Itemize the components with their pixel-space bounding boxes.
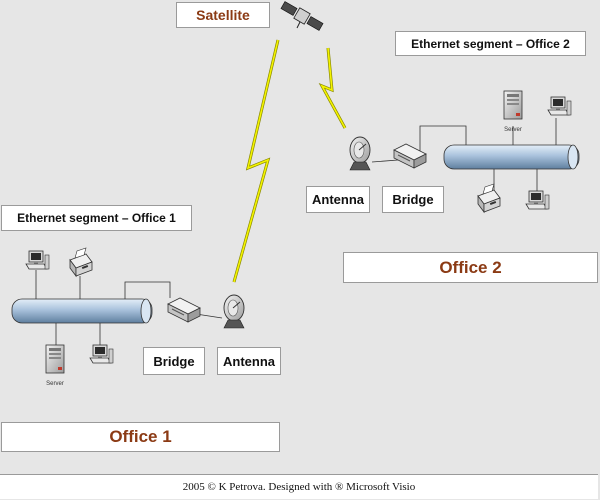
office2-server-icon: Server: [503, 90, 523, 133]
footer-copyright: 2005 © K Petrova. Designed with ® Micros…: [0, 474, 598, 499]
lightning-bolt-office1: [232, 39, 280, 283]
office1-antenna-label: Antenna: [217, 347, 281, 375]
office1-server-icon: Server: [45, 344, 65, 387]
office2-connections: [371, 118, 557, 192]
office1-antenna-icon: [223, 294, 245, 329]
office2-server-caption: Server: [504, 127, 522, 133]
satellite-label: Satellite: [176, 2, 270, 28]
office1-pc2-icon: [89, 344, 114, 364]
office2-bridge-label: Bridge: [382, 186, 444, 213]
office2-ethernet-bus: [443, 144, 580, 170]
office2-antenna-label: Antenna: [306, 186, 370, 213]
office2-pc-icon: [547, 96, 572, 116]
office1-ethernet-bus: [11, 298, 153, 324]
office2-segment-label: Ethernet segment – Office 2: [395, 31, 586, 56]
office1-server-caption: Server: [46, 381, 64, 387]
office1-label: Office 1: [1, 422, 280, 452]
satellite-icon: [280, 1, 324, 31]
office1-pc-icon: [25, 250, 50, 270]
office2-label: Office 2: [343, 252, 598, 283]
office2-antenna-icon: [349, 136, 371, 171]
lightning-bolt-office2: [318, 47, 347, 129]
office1-printer-icon: [69, 247, 93, 277]
office1-bridge-icon: [167, 297, 201, 323]
office1-connections: [35, 270, 223, 346]
office1-bridge-label: Bridge: [143, 347, 205, 375]
office2-pc2-icon: [525, 190, 550, 210]
office2-printer-icon: [477, 183, 501, 213]
office1-segment-label: Ethernet segment – Office 1: [1, 205, 192, 231]
office2-bridge-icon: [393, 143, 427, 169]
